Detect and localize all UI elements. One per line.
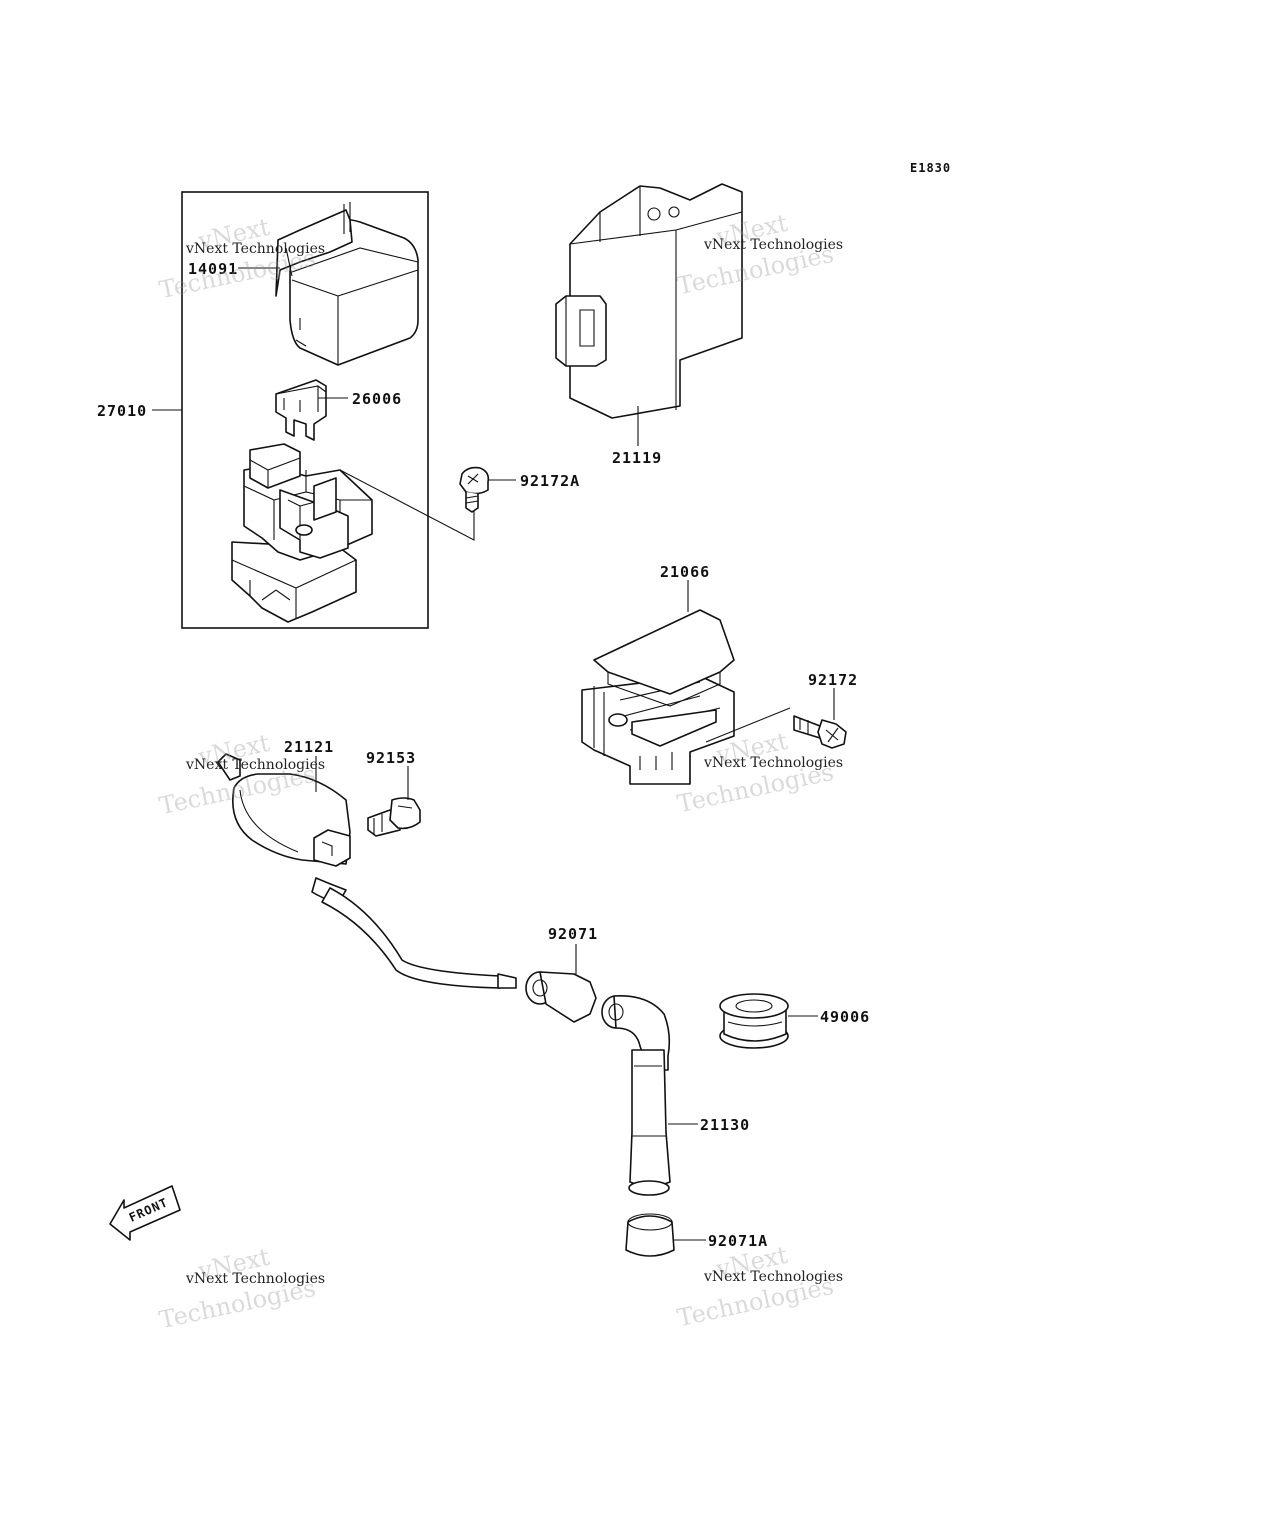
diagram-code: E1830: [910, 161, 952, 175]
leader-92172a-bracket: [339, 469, 475, 541]
leader-lines: [152, 267, 835, 1241]
bolt-92153[interactable]: [367, 797, 421, 837]
grommet-49006[interactable]: [719, 993, 789, 1049]
screw-92172a[interactable]: [459, 466, 490, 513]
part-label-21119[interactable]: 21119: [612, 449, 663, 467]
front-arrow: [109, 1185, 181, 1241]
part-label-92153[interactable]: 92153: [366, 749, 417, 767]
ignition-coil[interactable]: [217, 753, 517, 989]
leader-92172-screw: [705, 707, 791, 743]
part-label-21121[interactable]: 21121: [284, 738, 335, 756]
part-label-92172a[interactable]: 92172A: [520, 472, 581, 490]
plug-boot[interactable]: [601, 995, 671, 1196]
screw-92172[interactable]: [793, 715, 847, 749]
cap-92071[interactable]: [525, 971, 597, 1023]
part-label-21066[interactable]: 21066: [660, 563, 711, 581]
part-label-92071a[interactable]: 92071A: [708, 1232, 769, 1250]
part-label-92172[interactable]: 92172: [808, 671, 859, 689]
regulator-rectifier[interactable]: [581, 609, 735, 785]
part-label-92071[interactable]: 92071: [548, 925, 599, 943]
part-label-49006[interactable]: 49006: [820, 1008, 871, 1026]
cdi-unit[interactable]: [555, 183, 743, 419]
fuse[interactable]: [275, 379, 327, 441]
starter-relay[interactable]: [231, 443, 373, 623]
part-label-14091[interactable]: 14091: [188, 260, 239, 278]
cap-92071a[interactable]: [625, 1213, 675, 1257]
part-label-27010[interactable]: 27010: [97, 402, 148, 420]
part-label-21130[interactable]: 21130: [700, 1116, 751, 1134]
part-label-26006[interactable]: 26006: [352, 390, 403, 408]
fuse-box-cover[interactable]: [275, 202, 419, 366]
